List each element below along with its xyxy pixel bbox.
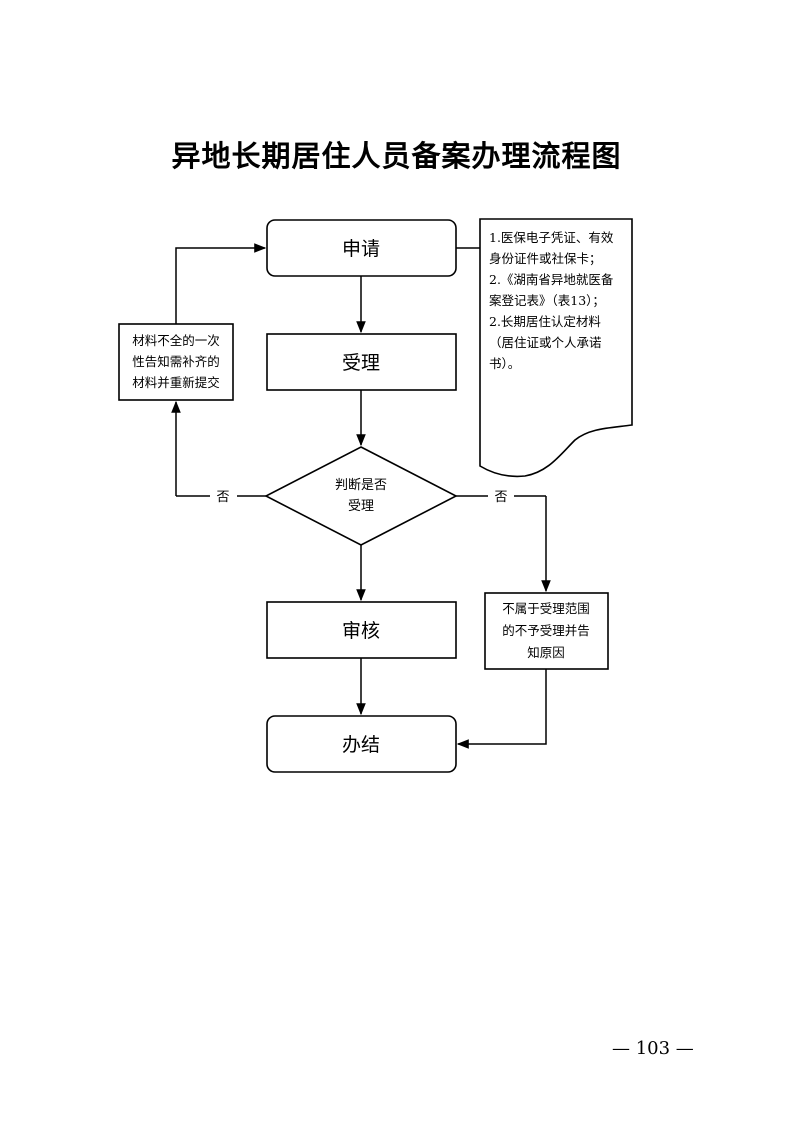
node-incomplete: 材料不全的一次 性告知需补齐的 材料并重新提交 <box>118 323 234 401</box>
node-accept: 受理 <box>266 333 457 391</box>
materials-note-line-3: 2.《湖南省异地就医备 <box>489 272 614 287</box>
node-review-label: 审核 <box>342 620 380 642</box>
node-judge-line-1: 判断是否 <box>335 478 387 493</box>
node-complete-label: 办结 <box>342 734 380 756</box>
node-accept-label: 受理 <box>342 352 380 374</box>
node-incomplete-line-2: 性告知需补齐的 <box>132 354 220 369</box>
node-apply: 申请 <box>266 219 457 277</box>
materials-note-line-7: 书）。 <box>489 356 520 371</box>
node-complete: 办结 <box>266 715 457 773</box>
materials-note-line-6: （居住证或个人承诺 <box>489 335 602 350</box>
materials-note-line-1: 1.医保电子凭证、有效 <box>489 230 614 245</box>
node-out-of-scope-line-3: 知原因 <box>527 645 565 660</box>
page-number: — 103 — <box>612 1038 694 1059</box>
materials-note-line-5: 2.长期居住认定材料 <box>489 314 601 329</box>
node-review: 审核 <box>266 601 457 659</box>
materials-note-line-2: 身份证件或社保卡； <box>489 251 602 266</box>
node-out-of-scope: 不属于受理范围 的不予受理并告 知原因 <box>484 592 609 670</box>
node-incomplete-line-3: 材料并重新提交 <box>132 375 220 390</box>
page-title: 异地长期居住人员备案办理流程图 <box>171 139 622 173</box>
materials-note-line-4: 案登记表》（表13）； <box>489 293 605 308</box>
node-out-of-scope-line-2: 的不予受理并告 <box>502 623 590 638</box>
node-apply-label: 申请 <box>342 238 380 260</box>
node-out-of-scope-line-1: 不属于受理范围 <box>502 601 590 616</box>
edge-out-of-scope-complete <box>456 669 547 749</box>
materials-note: 1.医保电子凭证、有效 身份证件或社保卡； 2.《湖南省异地就医备 案登记表》（… <box>479 218 633 478</box>
node-judge-line-2: 受理 <box>348 499 374 514</box>
node-incomplete-line-1: 材料不全的一次 <box>132 333 220 348</box>
node-judge: 判断是否 受理 <box>264 446 458 546</box>
edge-label-right-no: 否 <box>494 490 507 505</box>
edge-label-left-no: 否 <box>216 490 229 505</box>
edge-incomplete-apply <box>175 243 267 324</box>
